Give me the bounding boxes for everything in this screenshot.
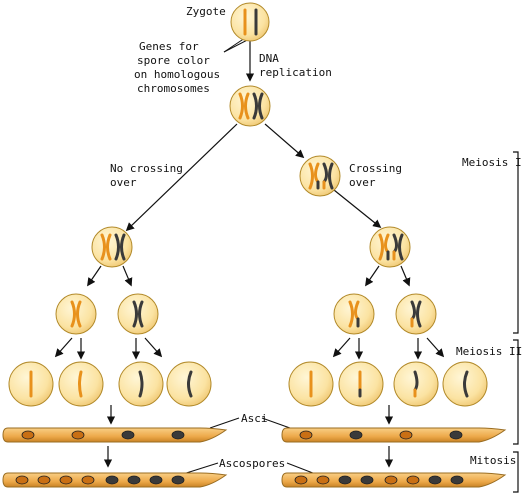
- ascus-left-four-spore: [2, 427, 228, 443]
- meiosis-1-label: Meiosis I: [462, 156, 522, 169]
- crossing-cell: [299, 155, 341, 197]
- mitosis-bracket: [513, 451, 519, 493]
- crossing-line1: Crossing: [349, 162, 402, 175]
- replicated-cell: [229, 85, 271, 127]
- arrows: [54, 40, 445, 468]
- arrow-left-meiosis1-a: [87, 265, 102, 287]
- arrow-to-crossing: [264, 123, 305, 159]
- no-crossing-line2: over: [110, 176, 137, 189]
- ascus-right-four-spore: [281, 427, 507, 443]
- zygote-label: Zygote: [186, 5, 226, 18]
- arrow-left-meiosis1-b: [122, 265, 133, 287]
- arrow-l2-b: [144, 337, 163, 358]
- genes-label-line3: on homologous: [134, 68, 220, 81]
- crossing-chromosomes: [308, 162, 334, 190]
- arrow-r2-b: [426, 337, 445, 358]
- ascospores-label: Ascospores: [219, 457, 285, 470]
- genes-label-line2: spore color: [137, 54, 210, 67]
- left-daughter-chromosomes: [70, 300, 144, 328]
- ascospores-right: [294, 475, 464, 485]
- right-daughter-chromosomes: [348, 300, 422, 328]
- zygote-chromosomes: [243, 8, 258, 36]
- right-meiosis1-cell: [369, 226, 411, 268]
- left-meiosis1-chromosomes: [100, 233, 126, 261]
- arrow-r1-a: [332, 337, 351, 358]
- crossing-line2: over: [349, 176, 376, 189]
- asci-label: Asci: [241, 412, 268, 425]
- arrow-right-meiosis1-b: [400, 265, 411, 287]
- mitosis-label: Mitosis: [470, 454, 516, 467]
- arrow-crossing-to-pair: [333, 189, 382, 229]
- ascospores-left: [15, 475, 185, 485]
- ascus-left-four-spore-spores: [21, 430, 185, 440]
- zygote-cell: [230, 2, 270, 42]
- meiosis-2-label: Meiosis II: [456, 345, 522, 358]
- left-meiosis1-cell: [91, 226, 133, 268]
- arrow-to-no-crossing: [125, 123, 238, 232]
- dna-replication-line2: replication: [259, 66, 332, 79]
- arrow-right-meiosis1-a: [365, 265, 380, 287]
- no-crossing-line1: No crossing: [110, 162, 183, 175]
- spore-cell-chromosomes: [29, 370, 469, 398]
- replicated-chromosomes: [238, 92, 264, 120]
- dna-replication-line1: DNA: [259, 52, 279, 65]
- ascus-right-four-spore-spores: [299, 430, 463, 440]
- genes-label-line1: Genes for: [139, 40, 199, 53]
- genes-label-line4: chromosomes: [137, 82, 210, 95]
- asci-pointer-right: [261, 417, 291, 429]
- right-meiosis1-chromosomes: [378, 233, 404, 261]
- asci-pointer-left: [209, 417, 240, 429]
- meiosis-2-bracket: [513, 339, 519, 445]
- meiosis-1-bracket: [513, 151, 519, 334]
- arrow-l1-a: [54, 337, 73, 358]
